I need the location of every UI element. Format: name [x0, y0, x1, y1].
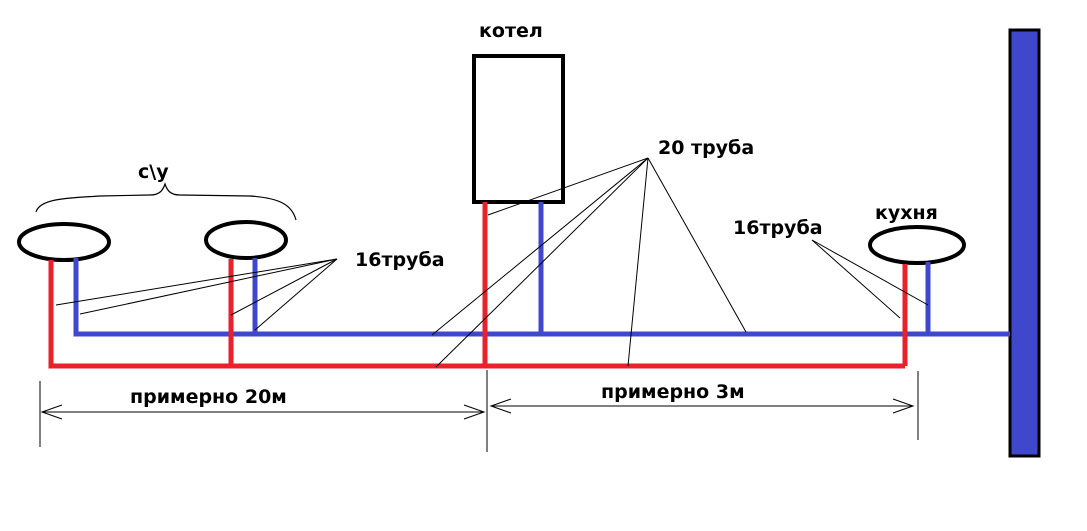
dimension-right — [489, 371, 919, 440]
pipe16-right-label: 16труба — [733, 217, 823, 239]
boiler-label: котел — [479, 20, 543, 42]
kitchen-label: кухня — [875, 202, 938, 224]
pipe16-left-label: 16труба — [355, 249, 445, 271]
pipe16-right-leaders — [811, 239, 929, 319]
pipe20-label: 20 труба — [658, 137, 754, 159]
distance-right-label: примерно 3м — [601, 381, 745, 403]
bathroom-fixture-1 — [17, 222, 111, 262]
riser-bar — [1008, 28, 1041, 458]
pipe20-leaders — [431, 157, 747, 368]
bathroom-brace — [35, 182, 297, 221]
boiler-box — [472, 54, 565, 204]
kitchen-fixture — [868, 225, 966, 265]
bathroom-label: с\у — [138, 161, 169, 183]
return-pipes — [73, 202, 1010, 337]
pipe16-left-leaders — [55, 258, 338, 331]
bathroom-fixture-2 — [204, 220, 288, 260]
dimension-left — [39, 370, 488, 452]
distance-left-label: примерно 20м — [130, 386, 287, 408]
